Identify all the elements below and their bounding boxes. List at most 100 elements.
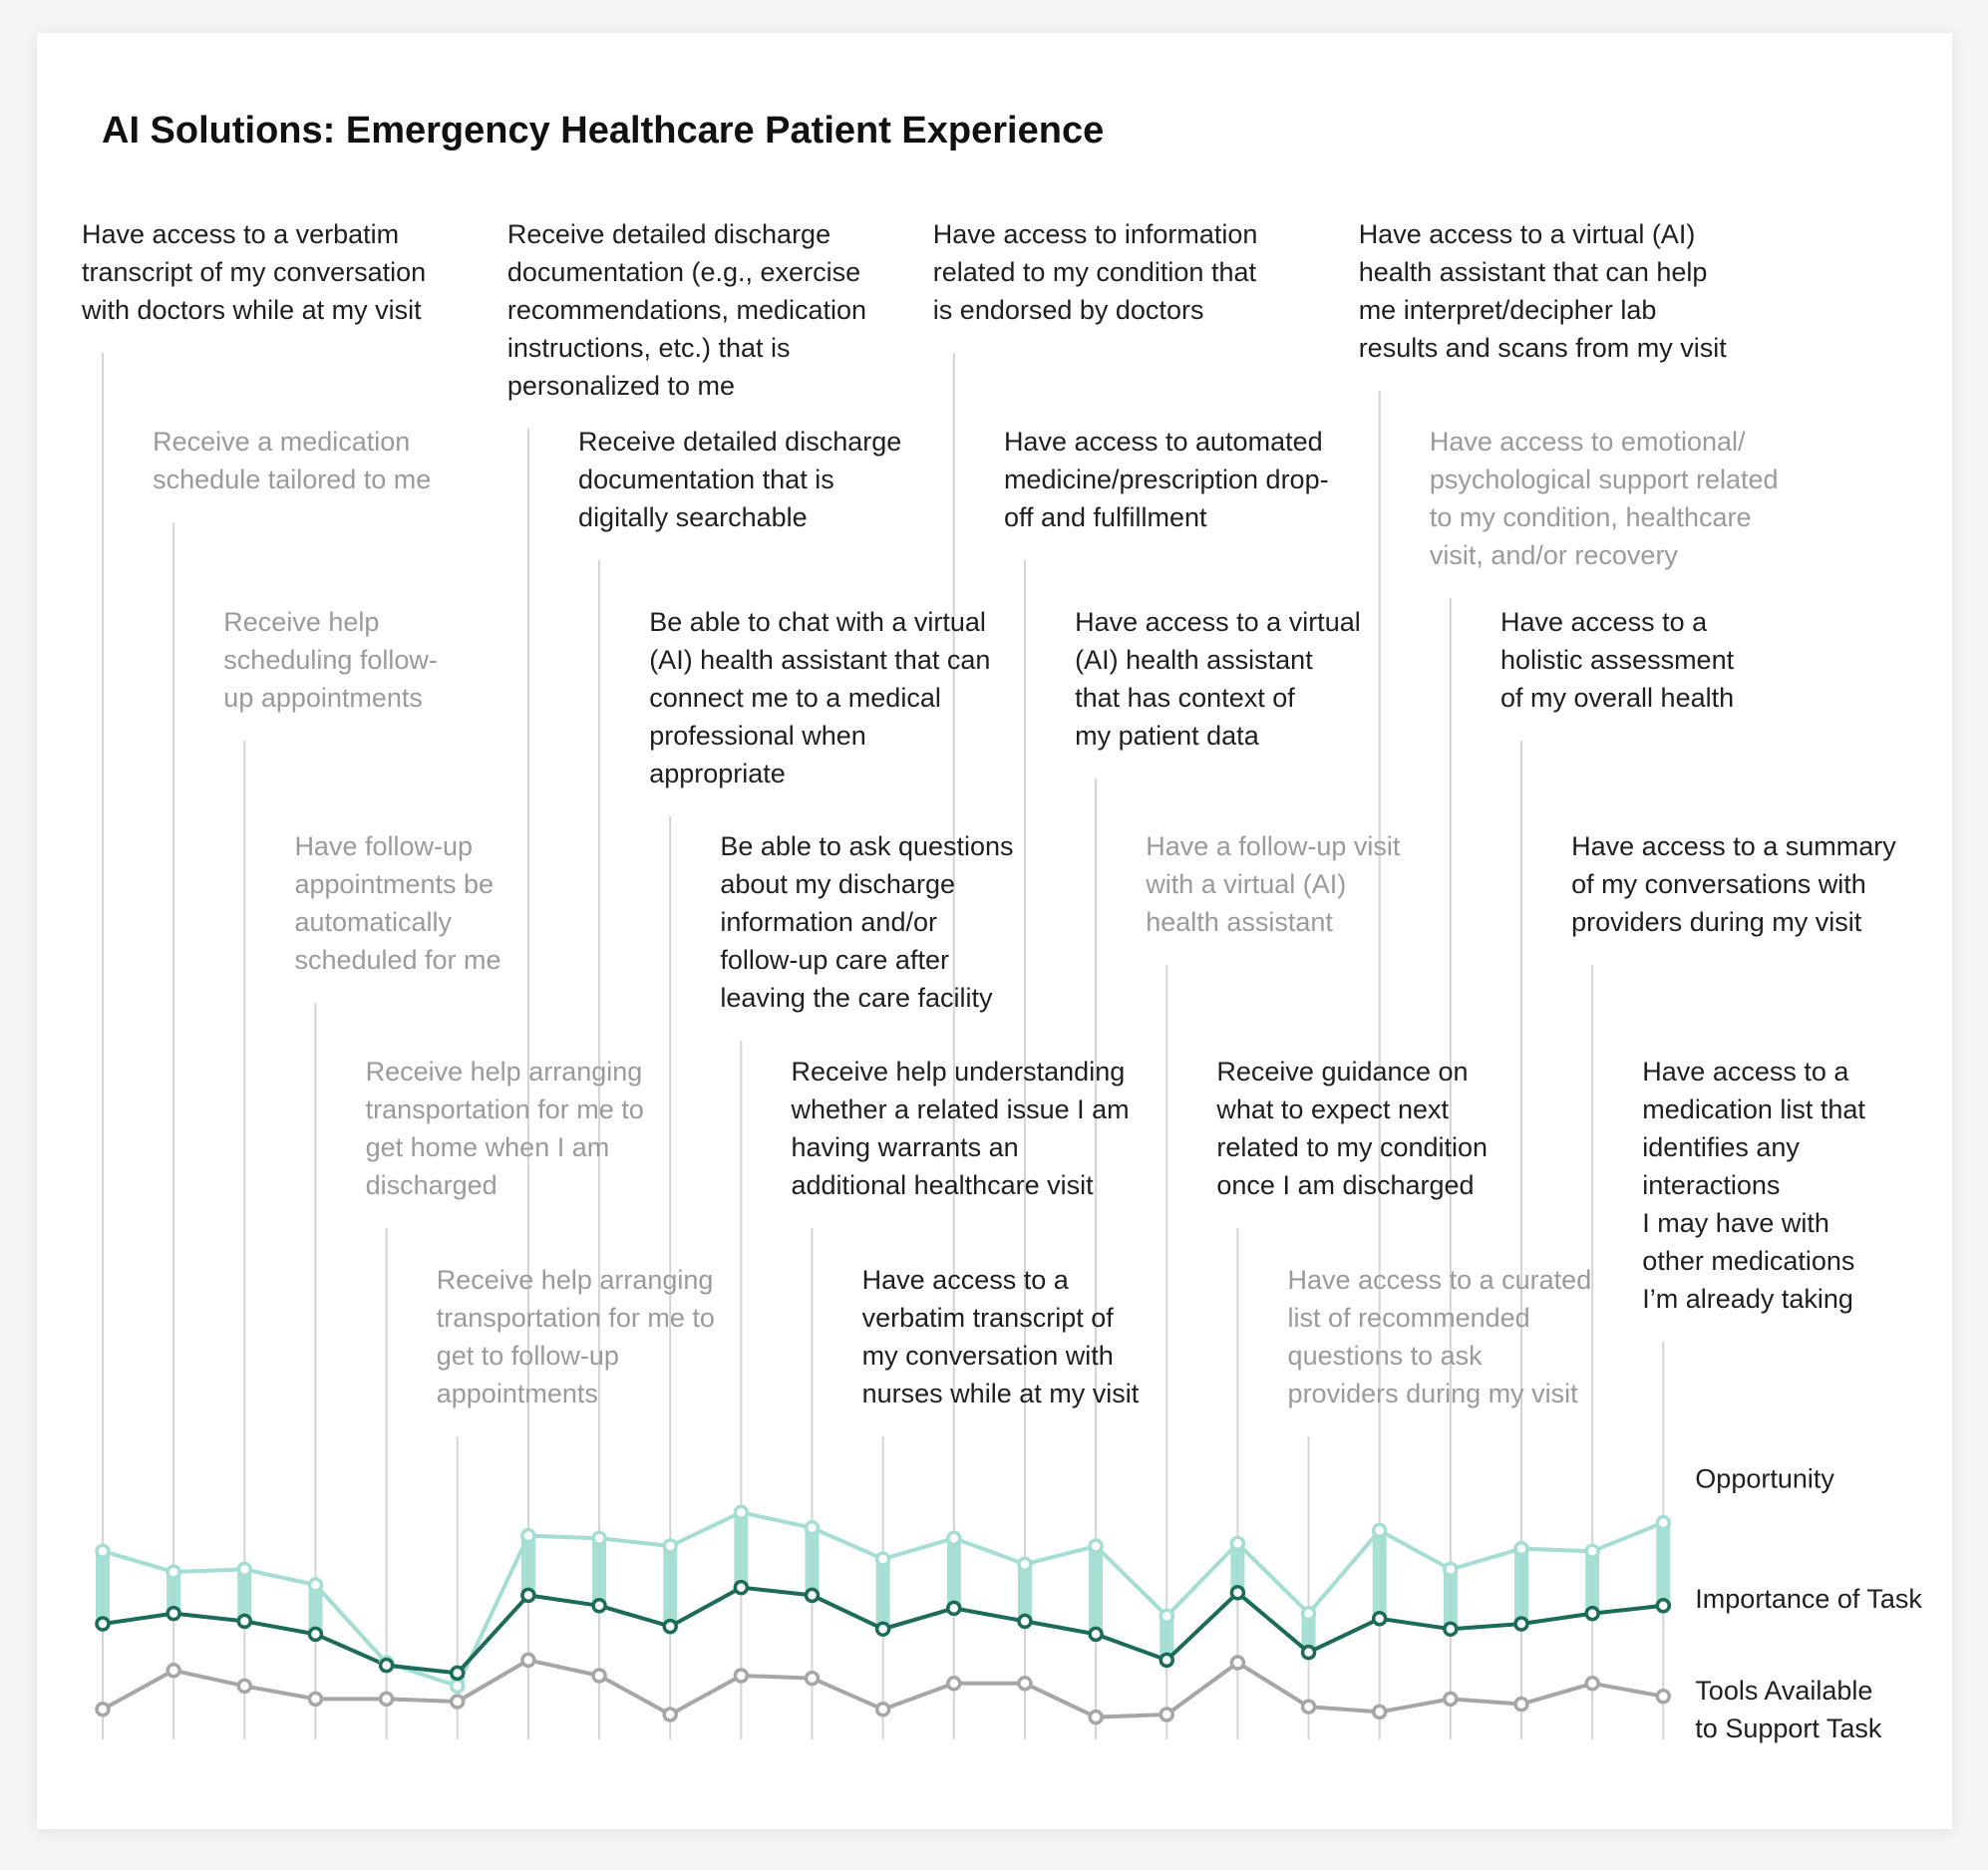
category-label-line: once I am discharged bbox=[1216, 1170, 1474, 1200]
opportunity-gap-bar bbox=[663, 1546, 678, 1627]
opportunity-point bbox=[591, 1530, 607, 1546]
opportunity-point bbox=[1229, 1535, 1246, 1552]
tools-point bbox=[1159, 1707, 1174, 1722]
category-label-line: additional healthcare visit bbox=[792, 1170, 1095, 1200]
category-label-line: discharged bbox=[366, 1170, 497, 1200]
category-label-line: connect me to a medical bbox=[649, 683, 941, 713]
category-label-line: automatically bbox=[294, 907, 452, 937]
legend-importance: Importance of Task bbox=[1695, 1584, 1922, 1614]
category-label-line: Be able to chat with a virtual bbox=[649, 607, 986, 637]
opportunity-point bbox=[1300, 1605, 1317, 1622]
chart-card bbox=[37, 33, 1952, 1829]
tools-point bbox=[307, 1691, 324, 1708]
category-label-line: providers during my visit bbox=[1571, 907, 1862, 937]
category-label-line: Receive help arranging bbox=[366, 1057, 643, 1087]
category-label-line: documentation (e.g., exercise bbox=[507, 257, 860, 287]
tools-point bbox=[166, 1663, 181, 1679]
opportunity-gap-bar bbox=[1301, 1613, 1316, 1653]
opportunity-gap-bar bbox=[805, 1527, 820, 1596]
category-label-line: Receive detailed discharge bbox=[507, 219, 830, 249]
category-label-line: off and fulfillment bbox=[1004, 502, 1207, 532]
opportunity-point bbox=[520, 1527, 536, 1544]
category-label-line: results and scans from my visit bbox=[1359, 333, 1728, 363]
opportunity-gap-bar bbox=[734, 1512, 749, 1588]
importance-point bbox=[450, 1665, 466, 1682]
category-label-line: Be able to ask questions bbox=[720, 831, 1013, 861]
category-label-line: appointments be bbox=[294, 869, 494, 899]
tools-point bbox=[1443, 1691, 1459, 1708]
category-label-line: with doctors while at my visit bbox=[81, 295, 422, 325]
category-label-line: leaving the care facility bbox=[720, 983, 993, 1013]
opportunity-point bbox=[1159, 1608, 1174, 1624]
opportunity-point bbox=[733, 1504, 750, 1520]
category-label-line: get home when I am bbox=[366, 1132, 610, 1162]
category-label-line: about my discharge bbox=[720, 869, 955, 899]
category-label-line: Receive guidance on bbox=[1216, 1057, 1468, 1087]
category-label-line: documentation that is bbox=[578, 465, 834, 494]
category-label-line: I’m already taking bbox=[1642, 1284, 1853, 1314]
importance-point bbox=[166, 1605, 181, 1622]
importance-point bbox=[946, 1600, 962, 1617]
importance-point bbox=[1159, 1652, 1174, 1669]
category-label-line: related to my condition bbox=[1216, 1132, 1488, 1162]
category-label-line: interactions bbox=[1642, 1170, 1780, 1200]
category-label-line: appropriate bbox=[649, 759, 786, 788]
category-label-line: I may have with bbox=[1642, 1208, 1829, 1238]
opportunity-gap-bar bbox=[237, 1569, 252, 1622]
opportunity-point bbox=[662, 1538, 678, 1554]
category-label-line: psychological support related bbox=[1430, 465, 1779, 494]
importance-point bbox=[804, 1587, 821, 1604]
tools-point bbox=[1229, 1655, 1246, 1671]
opportunity-gap-bar bbox=[946, 1538, 961, 1609]
tools-point bbox=[733, 1668, 750, 1684]
category-label-line: Have access to automated bbox=[1004, 427, 1323, 457]
category-label-line: other medications bbox=[1642, 1246, 1854, 1276]
importance-point bbox=[378, 1657, 395, 1674]
category-label-line: my conversation with bbox=[862, 1341, 1114, 1371]
category-label-line: Have access to a bbox=[1500, 607, 1708, 637]
legend-opportunity: Opportunity bbox=[1695, 1464, 1834, 1494]
opportunity-point bbox=[874, 1551, 891, 1567]
category-label-line: (AI) health assistant that can bbox=[649, 645, 990, 675]
importance-point bbox=[1371, 1611, 1388, 1627]
tools-point bbox=[1371, 1704, 1388, 1720]
category-label-line: what to expect next bbox=[1215, 1094, 1449, 1124]
tools-point bbox=[95, 1702, 111, 1717]
importance-point bbox=[1017, 1613, 1033, 1630]
opportunity-point bbox=[95, 1543, 111, 1559]
category-label-line: information and/or bbox=[720, 907, 937, 937]
tools-point bbox=[1513, 1696, 1529, 1713]
category-label-line: medicine/prescription drop- bbox=[1004, 465, 1329, 494]
category-label-line: Have access to a virtual bbox=[1075, 607, 1361, 637]
category-label-line: me interpret/decipher lab bbox=[1359, 295, 1657, 325]
category-label-line: transcript of my conversation bbox=[82, 257, 426, 287]
opportunity-point bbox=[166, 1564, 181, 1580]
importance-point bbox=[1655, 1598, 1672, 1614]
opportunity-gap-bar bbox=[1160, 1616, 1174, 1661]
opportunity-gap-bar bbox=[1230, 1543, 1245, 1593]
opportunity-point bbox=[1017, 1556, 1033, 1572]
opportunity-point bbox=[450, 1678, 466, 1695]
tools-point bbox=[874, 1702, 891, 1717]
category-label-line: Have follow-up bbox=[294, 831, 473, 861]
category-label-line: Have access to a virtual (AI) bbox=[1359, 219, 1696, 249]
category-label-line: scheduling follow- bbox=[223, 645, 438, 675]
category-label-line: up appointments bbox=[223, 683, 423, 713]
category-label-line: Have access to a curated bbox=[1288, 1265, 1592, 1295]
category-label-line: Have a follow-up visit bbox=[1146, 831, 1401, 861]
opportunity-point bbox=[1513, 1540, 1529, 1557]
category-label-line: Receive a medication bbox=[153, 427, 410, 457]
category-label-line: visit, and/or recovery bbox=[1430, 540, 1679, 570]
opportunity-point bbox=[804, 1520, 821, 1536]
tools-point bbox=[1655, 1689, 1672, 1705]
category-label-line: appointments bbox=[437, 1379, 598, 1408]
tools-point bbox=[378, 1691, 395, 1708]
category-label-line: to my condition, healthcare bbox=[1430, 502, 1752, 532]
category-label-line: identifies any bbox=[1642, 1132, 1800, 1162]
opportunity-gap-bar bbox=[1656, 1522, 1671, 1606]
opportunity-point bbox=[946, 1530, 962, 1546]
importance-point bbox=[591, 1598, 607, 1614]
